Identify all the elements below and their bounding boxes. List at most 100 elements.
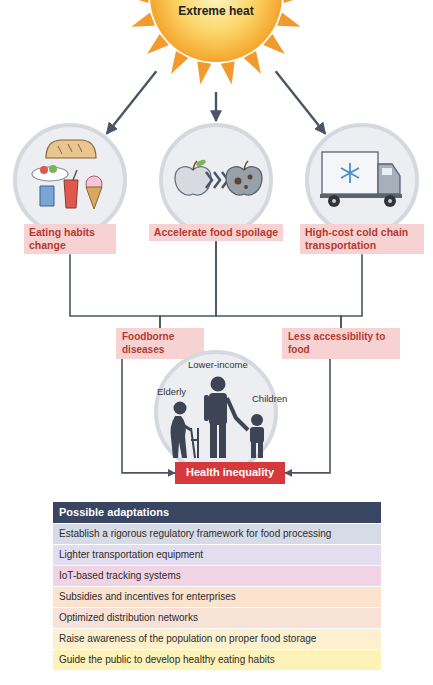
apple-leaf	[195, 159, 206, 168]
connector-arrow	[341, 254, 362, 328]
ice-cream-scoop	[86, 176, 102, 192]
apple-stem	[244, 161, 248, 170]
plate	[32, 167, 68, 181]
node-text: Foodborne diseases	[122, 331, 198, 356]
sun-ray	[221, 61, 235, 84]
node-text: Raise awareness of the population on pro…	[59, 633, 375, 645]
node-text: Less accessibility to food	[288, 331, 394, 356]
outcome-box: Health inequality	[175, 462, 285, 484]
connector-arrow	[216, 241, 341, 328]
straw	[73, 170, 77, 180]
impact-circle: Eating habits change	[8, 122, 132, 254]
bread-loaf	[46, 140, 96, 158]
population-disc	[156, 352, 276, 472]
adaptation-row: Lighter transportation equipment	[53, 545, 381, 565]
child-torso	[250, 427, 264, 443]
elderly-head	[174, 402, 187, 415]
truck-cab	[378, 164, 400, 194]
impact-circle: High-cost cold chain transportation	[300, 122, 424, 254]
node-text: Health inequality	[181, 466, 279, 480]
fresh-apple	[175, 167, 211, 195]
food-can	[40, 186, 54, 206]
group-label: Children	[252, 393, 287, 404]
apple-illustration	[175, 159, 262, 195]
rot-spot	[248, 175, 253, 180]
holding-hands	[227, 398, 248, 430]
vegetable	[49, 165, 57, 173]
sun-ray	[263, 34, 285, 54]
sun-ray	[126, 0, 148, 3]
adaptation-row: Establish a rigorous regulatory framewor…	[53, 524, 381, 544]
sun-ray	[244, 51, 261, 74]
circle-shape	[146, 122, 286, 238]
sun-ray	[277, 13, 301, 27]
connector-arrow	[276, 71, 326, 134]
sun-disc	[150, 0, 282, 62]
wheel-hub	[388, 199, 392, 203]
effect-box: Less accessibility to food	[282, 328, 400, 359]
adult-head	[211, 377, 226, 392]
adaptation-row: Guide the public to develop healthy eati…	[53, 650, 381, 670]
food-illustration	[32, 140, 102, 209]
adaptation-row: Optimized distribution networks	[53, 608, 381, 628]
circle-shape	[300, 122, 424, 238]
drink-cup	[64, 180, 78, 208]
snowflake	[341, 163, 359, 183]
rot-spot	[235, 178, 242, 185]
node-text: High-cost cold chain transportation	[300, 224, 424, 254]
sun-ray	[197, 61, 211, 84]
node-text: Possible adaptations	[59, 506, 375, 519]
node-text: Eating habits change	[24, 224, 116, 254]
wheel	[384, 195, 396, 207]
adaptation-row: Raise awareness of the population on pro…	[53, 629, 381, 649]
connector-arrow	[160, 241, 216, 328]
child-leg	[251, 442, 256, 458]
node-text: Guide the public to develop healthy eati…	[59, 654, 375, 666]
connector-arrow	[285, 359, 330, 473]
sun-ray	[147, 34, 169, 54]
heat-source-circle: Extreme heat	[150, 0, 282, 62]
node-text: Extreme heat	[150, 4, 282, 18]
connector-arrow	[122, 359, 175, 473]
impact-disc	[15, 125, 125, 235]
node-text: Subsidies and incentives for enterprises	[59, 591, 375, 603]
tomato	[40, 166, 48, 174]
cab-window	[382, 168, 392, 175]
apple-stem	[193, 161, 197, 170]
rot-spot	[244, 185, 248, 189]
child-leg	[258, 442, 263, 458]
sun-ray	[131, 13, 155, 27]
node-text: IoT-based tracking systems	[59, 570, 375, 582]
sun-ray	[171, 51, 188, 74]
sun-ray	[284, 0, 306, 3]
adult-leg	[210, 424, 217, 458]
wheel-hub	[332, 199, 336, 203]
wheel	[328, 195, 340, 207]
bread-score	[58, 144, 82, 154]
impact-circle: Accelerate food spoilage	[146, 122, 286, 241]
circle-shape	[8, 122, 132, 238]
impact-disc	[307, 125, 417, 235]
elderly-arm	[178, 422, 191, 430]
adult-torso	[209, 393, 227, 425]
walker	[191, 428, 198, 458]
sun-rays	[126, 0, 306, 85]
connector-arrow	[70, 254, 160, 328]
adaptation-row: IoT-based tracking systems	[53, 566, 381, 586]
spoiled-apple	[226, 167, 262, 195]
chassis	[320, 194, 402, 198]
change-chevrons	[206, 172, 228, 188]
connector-arrow	[107, 71, 157, 134]
group-label: Elderly	[157, 386, 186, 397]
cargo-box	[322, 152, 378, 194]
truck-illustration	[320, 152, 402, 207]
adaptation-row: Subsidies and incentives for enterprises	[53, 587, 381, 607]
node-text: Establish a rigorous regulatory framewor…	[59, 528, 375, 540]
node-text: Accelerate food spoilage	[149, 224, 283, 241]
impact-disc	[161, 125, 271, 235]
ice-cream-cone	[86, 187, 102, 209]
effect-box: Foodborne diseases	[116, 328, 204, 359]
table-header: Possible adaptations	[53, 502, 381, 523]
